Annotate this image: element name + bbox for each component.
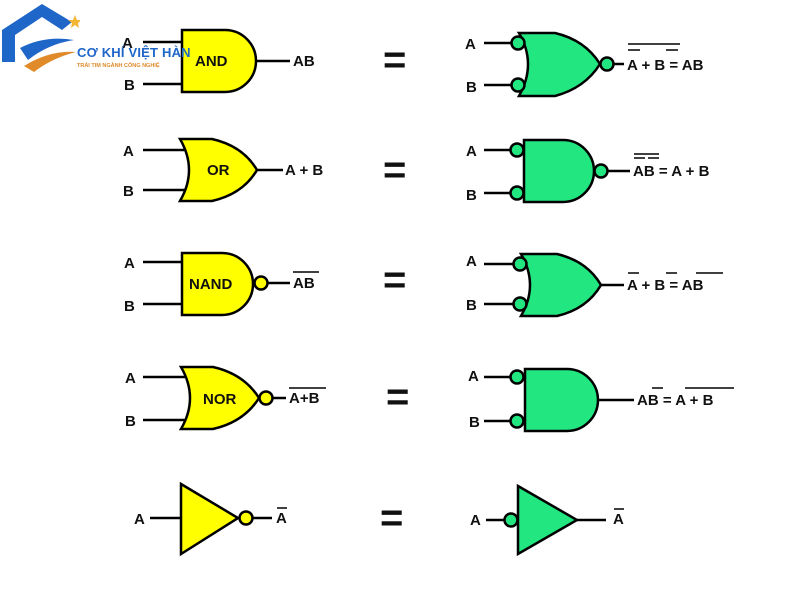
logo-mark-icon bbox=[2, 4, 80, 72]
and-gate-equivalent bbox=[522, 138, 596, 204]
equiv-input-a-label: A bbox=[466, 143, 477, 160]
logo-subtitle: TRÁI TIM NGÀNH CÔNG NGHIỆ bbox=[77, 63, 160, 69]
equiv-output-label: AB = A + B bbox=[633, 163, 710, 180]
equiv-input-b-label: B bbox=[466, 79, 477, 96]
nor-gate bbox=[178, 365, 261, 431]
input-b-label: B bbox=[125, 413, 136, 430]
inverter-bubble bbox=[510, 35, 526, 51]
or-gate-equivalent bbox=[518, 252, 603, 318]
input-a-label: A bbox=[125, 370, 136, 387]
inverter-bubble bbox=[509, 142, 525, 158]
equals-sign: = bbox=[383, 148, 406, 192]
input-a-label: A bbox=[122, 35, 133, 52]
equiv-input-a-label: A bbox=[470, 512, 481, 529]
input-a-label: A bbox=[124, 255, 135, 272]
inverter-bubble bbox=[510, 77, 526, 93]
and-gate bbox=[180, 28, 258, 94]
inverter-bubble bbox=[593, 163, 609, 179]
gate-label: AND bbox=[195, 53, 228, 70]
equals-sign: = bbox=[386, 375, 409, 419]
equiv-output-label: A bbox=[613, 511, 624, 528]
equiv-input-a-label: A bbox=[465, 36, 476, 53]
input-b-label: B bbox=[124, 77, 135, 94]
equiv-output-label: A + B = AB bbox=[627, 57, 704, 74]
buffer-gate-equivalent bbox=[516, 483, 580, 557]
output-label: AB bbox=[293, 275, 315, 292]
or-gate bbox=[177, 137, 259, 203]
inverter-bubble bbox=[503, 512, 519, 528]
output-label: A + B bbox=[285, 162, 323, 179]
row-or: A B OR A + B = A B AB = A + B bbox=[123, 137, 710, 204]
equiv-input-b-label: B bbox=[469, 414, 480, 431]
logo-title: CƠ KHÍ VIỆT HÀN bbox=[77, 45, 191, 60]
equiv-input-a-label: A bbox=[468, 368, 479, 385]
equiv-input-b-label: B bbox=[466, 187, 477, 204]
inverter-bubble bbox=[238, 510, 254, 526]
input-a-label: A bbox=[134, 511, 145, 528]
and-gate-equivalent bbox=[523, 367, 600, 433]
inverter-bubble bbox=[512, 256, 528, 272]
inverter-bubble bbox=[509, 185, 525, 201]
equals-sign: = bbox=[380, 496, 403, 540]
inverter-bubble bbox=[509, 413, 525, 429]
equiv-input-a-label: A bbox=[466, 253, 477, 270]
row-nor: A B NOR A+B = A B AB = A + B bbox=[125, 365, 734, 433]
output-label: AB bbox=[293, 53, 315, 70]
output-label: A bbox=[276, 510, 287, 527]
equiv-output-label: A + B = AB bbox=[627, 277, 704, 294]
gate-label: NOR bbox=[203, 391, 237, 408]
input-b-label: B bbox=[124, 298, 135, 315]
inverter-bubble bbox=[258, 390, 274, 406]
brand-logo: CƠ KHÍ VIỆT HÀN TRÁI TIM NGÀNH CÔNG NGHI… bbox=[0, 0, 200, 75]
inverter-bubble bbox=[253, 275, 269, 291]
equals-sign: = bbox=[383, 38, 406, 82]
nand-gate bbox=[180, 251, 255, 317]
row-and: A B AND AB = A B A + B = AB bbox=[122, 28, 704, 98]
equiv-input-b-label: B bbox=[466, 297, 477, 314]
not-gate bbox=[179, 481, 241, 557]
input-a-label: A bbox=[123, 143, 134, 160]
gate-label: NAND bbox=[189, 276, 232, 293]
inverter-bubble bbox=[509, 369, 525, 385]
equiv-output-label: AB = A + B bbox=[637, 392, 714, 409]
input-b-label: B bbox=[123, 183, 134, 200]
or-gate-equivalent bbox=[516, 31, 602, 98]
row-nand: A B NAND AB = A B A + B = AB bbox=[124, 251, 723, 318]
inverter-bubble bbox=[512, 296, 528, 312]
output-label: A+B bbox=[289, 390, 320, 407]
equals-sign: = bbox=[383, 258, 406, 302]
gate-label: OR bbox=[207, 162, 230, 179]
inverter-bubble bbox=[599, 56, 615, 72]
row-not: A A = A A bbox=[134, 481, 624, 557]
